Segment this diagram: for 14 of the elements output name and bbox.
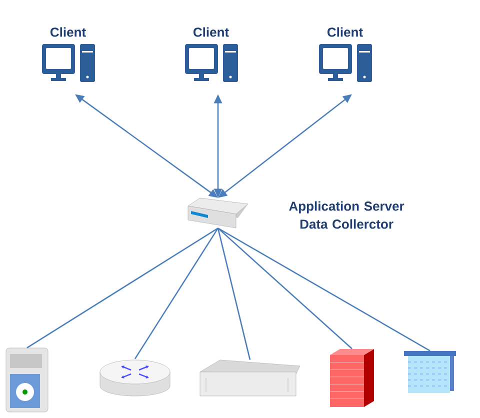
firewall-drawing	[330, 349, 374, 407]
appliance-drawing	[200, 360, 300, 396]
connector	[217, 228, 251, 360]
node-heading: Client	[193, 27, 229, 37]
firewall-drawing	[404, 351, 456, 393]
node-heading: Client	[50, 27, 86, 37]
connector	[26, 228, 218, 348]
connector	[218, 228, 352, 350]
switch-drawing	[6, 348, 48, 412]
connector	[134, 228, 219, 360]
router-drawing	[100, 360, 170, 396]
node-heading: Client	[327, 27, 363, 37]
server-caption: Application Server Data Collerctor	[289, 201, 404, 229]
connector	[218, 228, 430, 352]
